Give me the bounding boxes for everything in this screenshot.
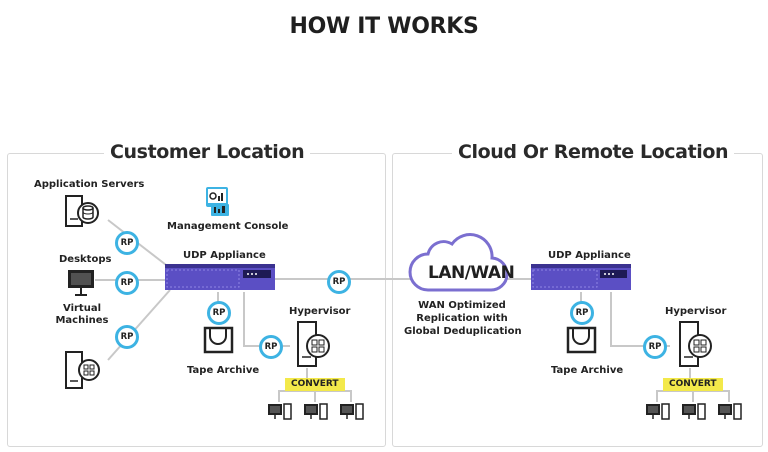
tape-archive-label: Tape Archive: [187, 365, 260, 376]
rp-badge: RP: [643, 335, 667, 359]
workstation-icon: [340, 403, 364, 420]
hypervisor-server-icon: [679, 321, 712, 367]
rp-badge: RP: [259, 335, 283, 359]
virtual-machines-line2: Machines: [55, 315, 109, 326]
workstation-icon: [718, 403, 742, 420]
page-title: HOW IT WORKS: [289, 14, 479, 39]
virtual-machines-line1: Virtual: [63, 303, 101, 314]
rp-badge: RP: [115, 271, 139, 295]
cloud-convert-badge: CONVERT: [663, 378, 723, 391]
appliance-icon: [165, 264, 275, 290]
cloud-tape-archive-label: Tape Archive: [551, 365, 624, 376]
rp-badge: RP: [327, 270, 351, 294]
customer-location-title: Customer Location: [104, 141, 311, 163]
hypervisor-label: Hypervisor: [289, 306, 351, 317]
workstation-icon: [646, 403, 670, 420]
management-console-label: Management Console: [167, 221, 289, 232]
tape-archive-icon: [203, 326, 234, 354]
cloud-icon: [408, 233, 509, 292]
wan-caption-line1: WAN Optimized: [418, 300, 506, 311]
application-servers-label: Application Servers: [34, 179, 145, 190]
management-console-icon: [206, 187, 229, 216]
cloud-udp-appliance-label: UDP Appliance: [548, 250, 631, 261]
wan-caption: WAN Optimized Replication with Global De…: [404, 299, 522, 338]
lan-wan-label: LAN/WAN: [428, 263, 515, 283]
wan-caption-line3: Global Deduplication: [404, 326, 522, 337]
cloud-hypervisor-label: Hypervisor: [665, 306, 727, 317]
desktops-label: Desktops: [59, 254, 112, 265]
rp-badge: RP: [207, 301, 231, 325]
hypervisor-server-icon: [297, 321, 330, 367]
cloud-location-panel: [392, 153, 763, 447]
appliance-icon: [531, 264, 631, 290]
server-database-icon: [65, 195, 99, 227]
udp-appliance-label: UDP Appliance: [183, 250, 266, 261]
rp-badge: RP: [115, 231, 139, 255]
workstation-icon: [304, 403, 328, 420]
rp-badge: RP: [115, 325, 139, 349]
wan-caption-line2: Replication with: [416, 313, 508, 324]
workstation-icon: [268, 403, 292, 420]
convert-badge: CONVERT: [285, 378, 345, 391]
workstation-icon: [682, 403, 706, 420]
virtual-machines-label: Virtual Machines: [52, 303, 112, 327]
rp-badge: RP: [570, 301, 594, 325]
server-vm-icon: [65, 351, 100, 389]
tape-archive-icon: [566, 326, 597, 354]
desktop-monitor-icon: [68, 270, 94, 296]
cloud-location-title: Cloud Or Remote Location: [452, 141, 735, 163]
